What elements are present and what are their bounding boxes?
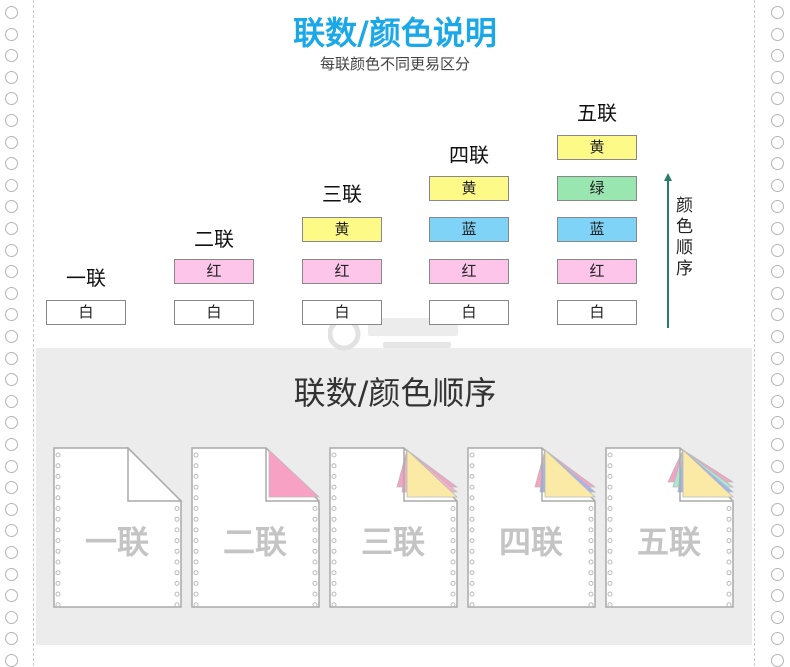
panel-title: 联数/颜色顺序 [293, 374, 497, 412]
perforation-hole [5, 27, 18, 41]
perforation-hole [5, 157, 18, 171]
perforation-hole [5, 373, 18, 387]
color-box: 蓝 [557, 217, 637, 242]
sheet-illustration: 二联 [191, 447, 321, 609]
perforation-hole [5, 610, 18, 624]
perforation-hole [771, 438, 784, 451]
perforation-hole [771, 135, 784, 149]
perforation-hole [771, 394, 784, 408]
perforation-hole [5, 567, 18, 581]
color-box: 黄 [429, 176, 509, 201]
perforation-hole [771, 308, 784, 322]
perforation-hole [771, 567, 784, 581]
perforation-hole [771, 654, 784, 667]
color-box: 白 [302, 300, 382, 325]
copy-count-label: 二联 [194, 227, 234, 251]
perforation-hole [5, 92, 18, 106]
perforation-hole [5, 351, 18, 365]
perforation-hole [5, 459, 18, 473]
perforation-hole [771, 330, 784, 343]
perforation-hole [5, 546, 18, 559]
perforation-hole [771, 49, 784, 63]
color-box: 白 [174, 300, 254, 325]
copy-count-label: 五联 [577, 101, 617, 125]
perforation-hole [771, 265, 784, 279]
perforation-hole [771, 92, 784, 106]
order-label: 颜色顺序 [676, 196, 693, 279]
color-box: 红 [429, 259, 509, 284]
perforation-hole [771, 114, 784, 127]
perforation-hole [5, 632, 18, 646]
perforation-hole [771, 416, 784, 430]
perforation-hole [771, 373, 784, 387]
perforation-hole [771, 459, 784, 473]
perforation-hole [5, 589, 18, 603]
perforation-hole [5, 654, 18, 667]
perforation-hole [771, 70, 784, 84]
perforation-hole [5, 308, 18, 322]
sheet-illustration: 三联 [329, 447, 459, 609]
perforation-hole [5, 394, 18, 408]
perforation-hole [5, 6, 18, 19]
perforation-hole [771, 243, 784, 257]
sheet-illustration: 一联 [53, 447, 183, 609]
color-box: 红 [557, 259, 637, 284]
perforation-hole [5, 49, 18, 63]
perforation-hole [5, 330, 18, 343]
perforation-hole [771, 481, 784, 495]
color-box: 白 [557, 300, 637, 325]
perforation-hole [771, 610, 784, 624]
color-box: 白 [46, 300, 126, 325]
color-box: 红 [302, 259, 382, 284]
perforation-hole [771, 351, 784, 365]
page-subtitle: 每联颜色不同更易区分 [319, 55, 470, 73]
sheet-label: 五联 [636, 523, 701, 561]
perforation-hole [5, 200, 18, 214]
right-dash-line [754, 0, 755, 666]
perforation-hole [5, 524, 18, 538]
perforation-hole [771, 286, 784, 300]
color-box: 黄 [302, 217, 382, 242]
perforation-hole [5, 178, 18, 192]
perforation-hole [771, 632, 784, 646]
color-box: 蓝 [429, 217, 509, 242]
perforation-hole [771, 546, 784, 559]
sheet-illustration: 四联 [467, 447, 597, 609]
color-box: 黄 [557, 135, 637, 160]
color-box: 红 [174, 259, 254, 284]
perforation-hole [5, 502, 18, 516]
up-arrow-icon [664, 173, 672, 328]
sheet-label: 二联 [222, 523, 287, 561]
perforation-hole [5, 438, 18, 451]
color-box: 白 [429, 300, 509, 325]
left-dash-line [33, 0, 34, 666]
perforation-hole [5, 114, 18, 127]
copy-count-label: 三联 [322, 182, 362, 206]
perforation-hole [5, 265, 18, 279]
perforation-hole [5, 481, 18, 495]
perforation-hole [771, 157, 784, 171]
perforation-hole [771, 502, 784, 516]
sheet-label: 三联 [360, 523, 425, 561]
perforation-hole [5, 222, 18, 235]
perforation-hole [771, 589, 784, 603]
perforation-hole [5, 135, 18, 149]
perforation-hole [771, 27, 784, 41]
sheet-label: 一联 [84, 523, 149, 561]
sheet-illustration: 五联 [605, 447, 735, 609]
perforation-hole [5, 243, 18, 257]
perforation-hole [5, 416, 18, 430]
perforation-hole [771, 200, 784, 214]
copy-count-label: 一联 [66, 266, 106, 290]
sheet-label: 四联 [498, 523, 563, 561]
perforation-hole [5, 70, 18, 84]
page-title: 联数/颜色说明 [293, 14, 497, 52]
perforation-hole [771, 524, 784, 538]
perforation-hole [771, 178, 784, 192]
perforation-hole [5, 286, 18, 300]
color-box: 绿 [557, 176, 637, 201]
perforation-hole [771, 6, 784, 19]
perforation-hole [771, 222, 784, 235]
copy-count-label: 四联 [449, 143, 489, 167]
